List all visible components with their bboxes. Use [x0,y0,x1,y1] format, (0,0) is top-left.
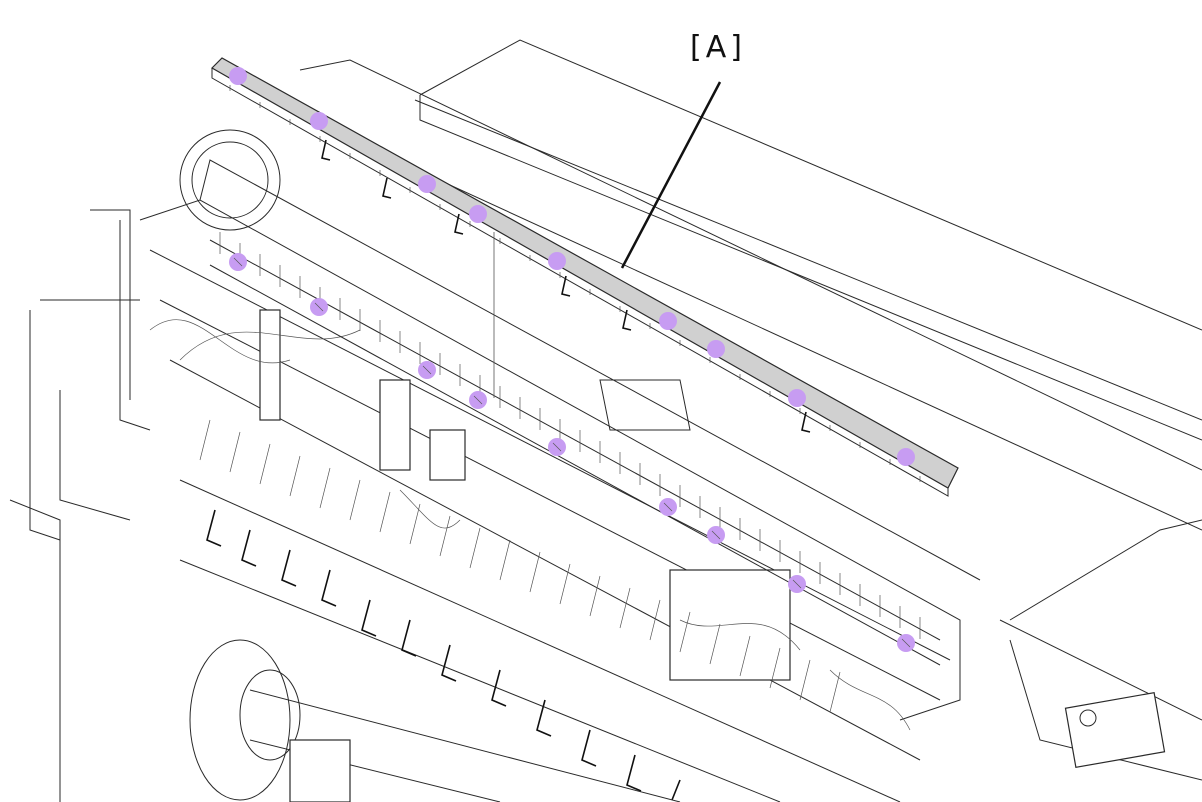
screw-marker [788,389,806,407]
roller-array [209,232,941,666]
screw-marker [469,205,487,223]
screw-marker [548,252,566,270]
paper-guide-ribs [179,419,901,802]
part-a-cover-strip [211,57,959,497]
screw-marker [229,67,247,85]
chassis-frame [9,129,981,802]
cover-screw-markers [229,67,915,466]
top-housing [299,39,1202,781]
lower-shaft [189,639,681,802]
screw-marker [897,448,915,466]
screw-marker [707,340,725,358]
callout-label-a: [A] [690,30,746,65]
screw-marker [418,175,436,193]
screw-marker [659,312,677,330]
screw-marker [310,112,328,130]
frame-screw-markers [229,253,915,652]
callout-leader-line [620,81,722,269]
